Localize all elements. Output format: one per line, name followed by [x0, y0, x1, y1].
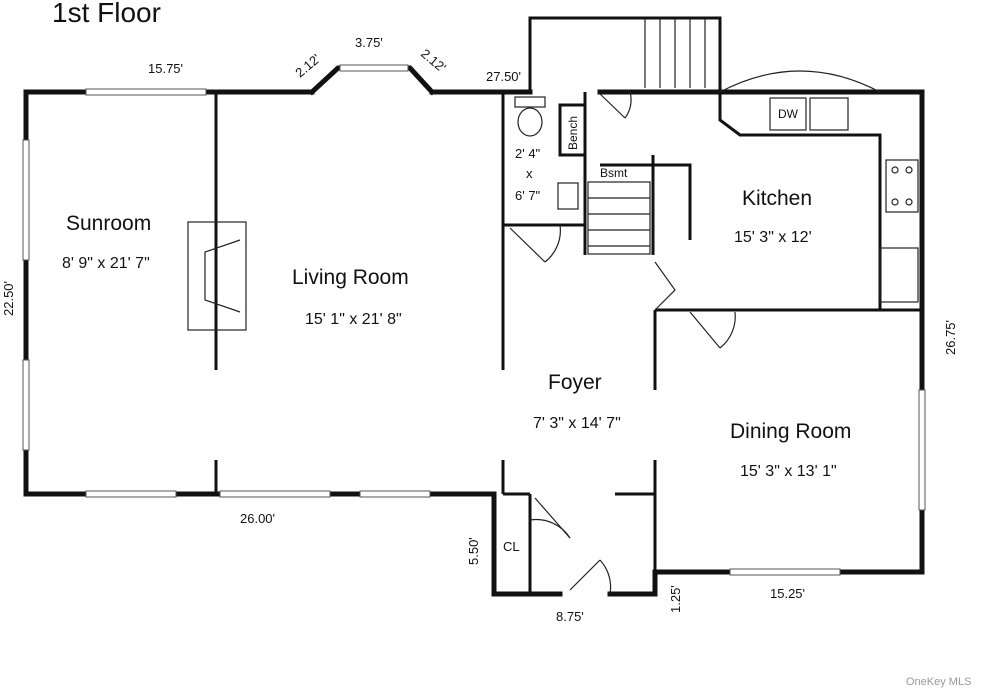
- sunroom-name: Sunroom: [66, 212, 151, 235]
- bath-dim-1: 2' 4": [515, 146, 541, 161]
- dim-foyer-side: 5.50': [466, 537, 481, 565]
- living-room-dims: 15' 1" x 21' 8": [305, 311, 402, 328]
- dim-step: 1.25': [668, 585, 683, 613]
- dim-bottom-right: 15.25': [770, 586, 805, 601]
- dim-top-right: 27.50': [486, 69, 521, 84]
- bench-label: Bench: [566, 116, 580, 150]
- exterior-walls: [23, 16, 925, 597]
- dim-bottom-left: 26.00': [240, 511, 275, 526]
- fixtures: [514, 96, 919, 303]
- bath-dim-2: x: [526, 166, 533, 181]
- dim-right-side: 26.75': [943, 320, 958, 355]
- closet-label: CL: [503, 539, 520, 554]
- living-room-name: Living Room: [292, 266, 409, 289]
- sunroom-dims: 8' 9" x 21' 7": [62, 255, 150, 272]
- bath-dim-3: 6' 7": [515, 188, 541, 203]
- bsmt-label: Bsmt: [600, 166, 628, 180]
- dim-top-left: 15.75': [148, 61, 183, 76]
- dishwasher-icon: [769, 97, 807, 131]
- doors: [509, 91, 736, 595]
- dim-bay-right: 2.12': [418, 46, 449, 75]
- dw-label: DW: [778, 107, 799, 121]
- foyer-name: Foyer: [548, 371, 602, 394]
- dining-room-dims: 15' 3" x 13' 1": [740, 463, 837, 480]
- interior-walls: [214, 18, 922, 594]
- fridge-icon: [879, 247, 919, 303]
- sink-icon: [809, 97, 849, 131]
- dim-foyer-bottom: 8.75': [556, 609, 584, 624]
- kitchen-name: Kitchen: [742, 187, 812, 210]
- dining-room-name: Dining Room: [730, 420, 851, 443]
- fireplace: [187, 221, 247, 331]
- stove-icon: [885, 159, 919, 213]
- kitchen-dims: 15' 3" x 12': [734, 229, 812, 246]
- watermark: OneKey MLS: [906, 676, 971, 688]
- floor-title: 1st Floor: [52, 0, 161, 28]
- dim-left-side: 22.50': [1, 281, 16, 316]
- dim-bay-left: 2.12': [292, 51, 323, 80]
- foyer-dims: 7' 3" x 14' 7": [533, 415, 621, 432]
- windows: [22, 64, 926, 576]
- dim-bay-mid: 3.75': [355, 35, 383, 50]
